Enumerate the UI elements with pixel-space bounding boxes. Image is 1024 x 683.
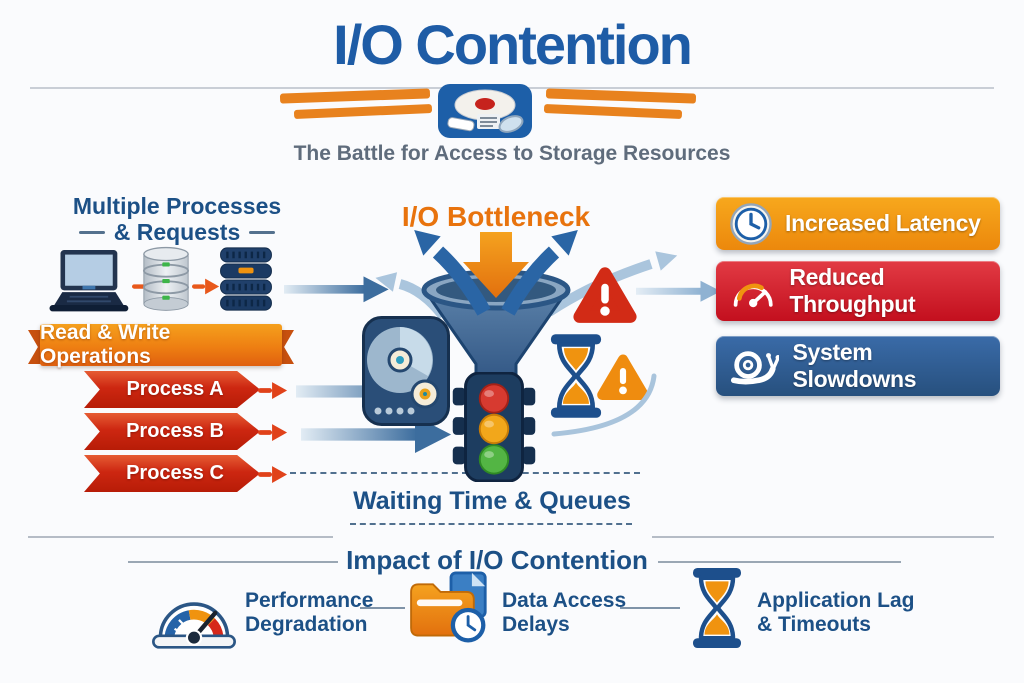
- stripe-decoration: [543, 103, 683, 120]
- queue-arc-decoration: [551, 373, 657, 437]
- laptop-icon: [49, 250, 129, 312]
- impact-label-line2: & Timeouts: [757, 612, 871, 636]
- stripe-decoration: [293, 103, 433, 120]
- left-heading-line1: Multiple Processes: [72, 193, 282, 219]
- hard-disk-icon: [438, 84, 532, 138]
- disk-drive-icon: [362, 316, 450, 426]
- flow-arrow-icon: [636, 276, 722, 306]
- process-label: Process C: [126, 462, 224, 484]
- process-banner: Process A: [84, 371, 260, 408]
- impact-label-line1: Application Lag: [757, 589, 915, 612]
- item-separator: [360, 607, 405, 609]
- database-icon: [142, 246, 190, 311]
- warning-icon: [572, 264, 638, 328]
- storage-stack-icon: [220, 247, 272, 311]
- left-heading-line2: & Requests: [113, 218, 241, 245]
- impact-dashed-line: [350, 523, 632, 525]
- bottleneck-title: I/O Bottleneck: [401, 201, 591, 232]
- flow-arrow-icon: [192, 277, 220, 296]
- item-separator: [620, 607, 680, 609]
- impact-label-line1: Performance: [245, 589, 374, 612]
- heading-side-line: [658, 561, 901, 563]
- badge-label: Increased Latency: [785, 210, 981, 236]
- page-title: I/O Contention: [333, 13, 693, 76]
- impact-item-label: Application Lag & Timeouts: [757, 589, 915, 636]
- process-banner: Process C: [84, 455, 260, 492]
- process-banner: Process B: [84, 413, 260, 450]
- flow-arrow-icon: [258, 381, 288, 400]
- page-subtitle: The Battle for Access to Storage Resourc…: [293, 142, 731, 165]
- stripe-decoration: [279, 88, 431, 104]
- snail-icon: [730, 351, 780, 385]
- impact-item-label: Performance Degradation: [245, 589, 373, 636]
- stripe-decoration: [545, 88, 697, 104]
- speedometer-icon: [733, 283, 773, 308]
- dash-decoration: [249, 231, 276, 235]
- queue-dashed-line: [290, 472, 640, 474]
- hourglass-icon: [689, 568, 745, 648]
- flow-arrow-icon: [258, 423, 288, 442]
- ribbon-label: Read & Write Operations: [40, 321, 171, 368]
- impact-label-line2: Degradation: [245, 612, 368, 636]
- impact-divider: [28, 536, 333, 538]
- gauge-icon: [152, 602, 236, 649]
- folder-clock-icon: [410, 571, 487, 643]
- impact-divider: [652, 536, 994, 538]
- traffic-light-icon: [452, 372, 536, 482]
- heading-side-line: [128, 561, 338, 563]
- flow-arrow-icon: [258, 465, 288, 484]
- badge-system-slowdowns: System Slowdowns: [716, 336, 1000, 396]
- badge-label: System Slowdowns: [792, 339, 917, 392]
- process-label: Process B: [126, 420, 224, 442]
- read-write-ribbon: Read & Write Operations: [40, 321, 282, 368]
- badge-reduced-throughput: Reduced Throughput: [716, 261, 1000, 321]
- impact-label-line1: Data Access: [502, 589, 627, 612]
- badge-increased-latency: Increased Latency: [716, 197, 1000, 250]
- impact-label-line2: Delays: [502, 612, 570, 636]
- waiting-label: Waiting Time & Queues: [353, 487, 631, 515]
- left-heading: Multiple Processes & Requests: [32, 193, 322, 246]
- impact-item-label: Data Access Delays: [502, 589, 626, 636]
- clock-icon: [730, 202, 772, 245]
- badge-label: Reduced Throughput: [789, 264, 916, 317]
- impact-heading: Impact of I/O Contention: [346, 545, 648, 575]
- process-label: Process A: [126, 378, 224, 400]
- dash-decoration: [78, 231, 105, 235]
